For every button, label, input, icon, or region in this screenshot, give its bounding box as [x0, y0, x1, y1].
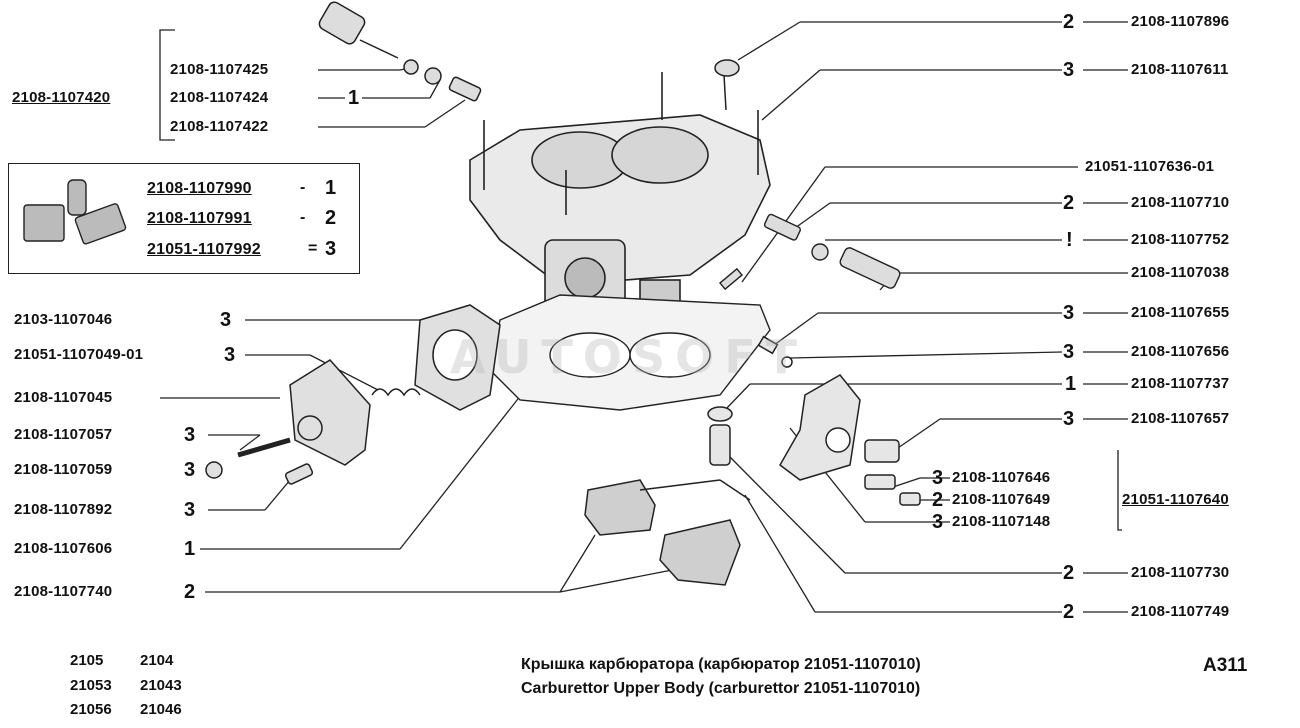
part-number-label: 2108-1107611 — [1131, 61, 1229, 78]
qty-label: 3 — [224, 344, 236, 366]
part-number-label: 2108-1107749 — [1131, 603, 1230, 620]
qty-label: 3 — [184, 459, 196, 481]
part-number-label: 2108-1107752 — [1131, 231, 1230, 248]
part-number-label: 2103-1107046 — [14, 311, 113, 328]
qty-label: 1 — [1065, 373, 1077, 395]
qty-label: = — [308, 240, 318, 257]
part-number-label: 2108-1107649 — [952, 491, 1051, 508]
part-number-label: 2108-1107892 — [14, 501, 113, 518]
qty-label: 3 — [184, 424, 196, 446]
title-russian: Крышка карбюратора (карбюратор 21051-110… — [521, 656, 921, 673]
part-number-label: 2108-1107656 — [1131, 343, 1230, 360]
model-number: 21043 — [140, 677, 182, 694]
part-number-label: 21051-1107992 — [147, 241, 261, 258]
part-number-label: 2108-1107655 — [1131, 304, 1230, 321]
page-code: A311 — [1203, 655, 1248, 676]
part-number-label: 2108-1107606 — [14, 540, 113, 557]
qty-label: 3 — [1063, 302, 1075, 324]
assembly-number-label: 2108-1107420 — [12, 89, 111, 106]
qty-label: 2 — [932, 489, 944, 511]
qty-label: 2 — [1063, 601, 1075, 623]
part-number-label: 2108-1107422 — [170, 118, 269, 135]
inset-parts-illustration — [23, 179, 127, 245]
accelerator-pump-parts — [205, 304, 501, 485]
title-english: Carburettor Upper Body (carburettor 2105… — [521, 680, 921, 697]
part-number-label: 21051-1107049-01 — [14, 346, 144, 363]
qty-label: 3 — [184, 499, 196, 521]
qty-label: ! — [1066, 229, 1073, 251]
qty-label: 3 — [1063, 341, 1075, 363]
qty-label: - — [300, 179, 306, 196]
part-number-label: 2108-1107990 — [147, 180, 252, 197]
part-number-label: 2108-1107425 — [170, 61, 269, 78]
cover-gasket — [489, 294, 771, 411]
part-number-label: 2108-1107710 — [1131, 194, 1230, 211]
part-number-label: 2108-1107740 — [14, 583, 113, 600]
qty-label: 3 — [932, 467, 944, 489]
qty-label: 2 — [1063, 11, 1075, 33]
part-number-label: 2108-1107057 — [14, 426, 113, 443]
watermark: AUTOSOFT — [450, 330, 808, 384]
qty-label: 3 — [1063, 59, 1075, 81]
qty-label: 2 — [184, 581, 196, 603]
idle-solenoid-valve — [318, 1, 482, 102]
carburettor-cover-body — [469, 72, 771, 311]
part-number-label: 2108-1107424 — [170, 89, 269, 106]
part-number-label: 2108-1107045 — [14, 389, 113, 406]
part-number-label: 21051-1107636-01 — [1085, 158, 1215, 175]
qty-label: 1 — [184, 538, 196, 560]
qty-label: 3 — [220, 309, 232, 331]
qty-label: 2 — [325, 207, 337, 229]
qty-label: 1 — [325, 177, 337, 199]
model-number: 21053 — [70, 677, 112, 694]
leader-lines — [159, 21, 1128, 613]
model-number: 21056 — [70, 701, 112, 718]
qty-label: 3 — [325, 238, 337, 260]
inset-box — [8, 163, 360, 274]
part-number-label: 2108-1107730 — [1131, 564, 1230, 581]
qty-label: 2 — [1063, 562, 1075, 584]
qty-label: 3 — [1063, 408, 1075, 430]
part-number-label: 2108-1107896 — [1131, 13, 1230, 30]
qty-label: 3 — [932, 511, 944, 533]
part-number-label: 2108-1107646 — [952, 469, 1051, 486]
cover-screw — [714, 59, 740, 111]
part-number-label: 2108-1107059 — [14, 461, 113, 478]
part-number-label: 2108-1107737 — [1131, 375, 1230, 392]
starting-device-plate — [707, 335, 921, 506]
model-number: 2105 — [70, 652, 104, 669]
part-number-label: 2108-1107038 — [1131, 264, 1230, 281]
model-number: 2104 — [140, 652, 174, 669]
qty-label: 1 — [348, 87, 360, 109]
qty-label: 2 — [1063, 192, 1075, 214]
assembly-number-label: 21051-1107640 — [1122, 491, 1229, 508]
fuel-inlet-fittings — [719, 213, 901, 291]
qty-label: - — [300, 209, 306, 226]
float-assembly — [584, 479, 751, 586]
part-number-label: 2108-1107148 — [952, 513, 1051, 530]
part-number-label: 2108-1107991 — [147, 210, 252, 227]
model-number: 21046 — [140, 701, 182, 718]
part-number-label: 2108-1107657 — [1131, 410, 1230, 427]
